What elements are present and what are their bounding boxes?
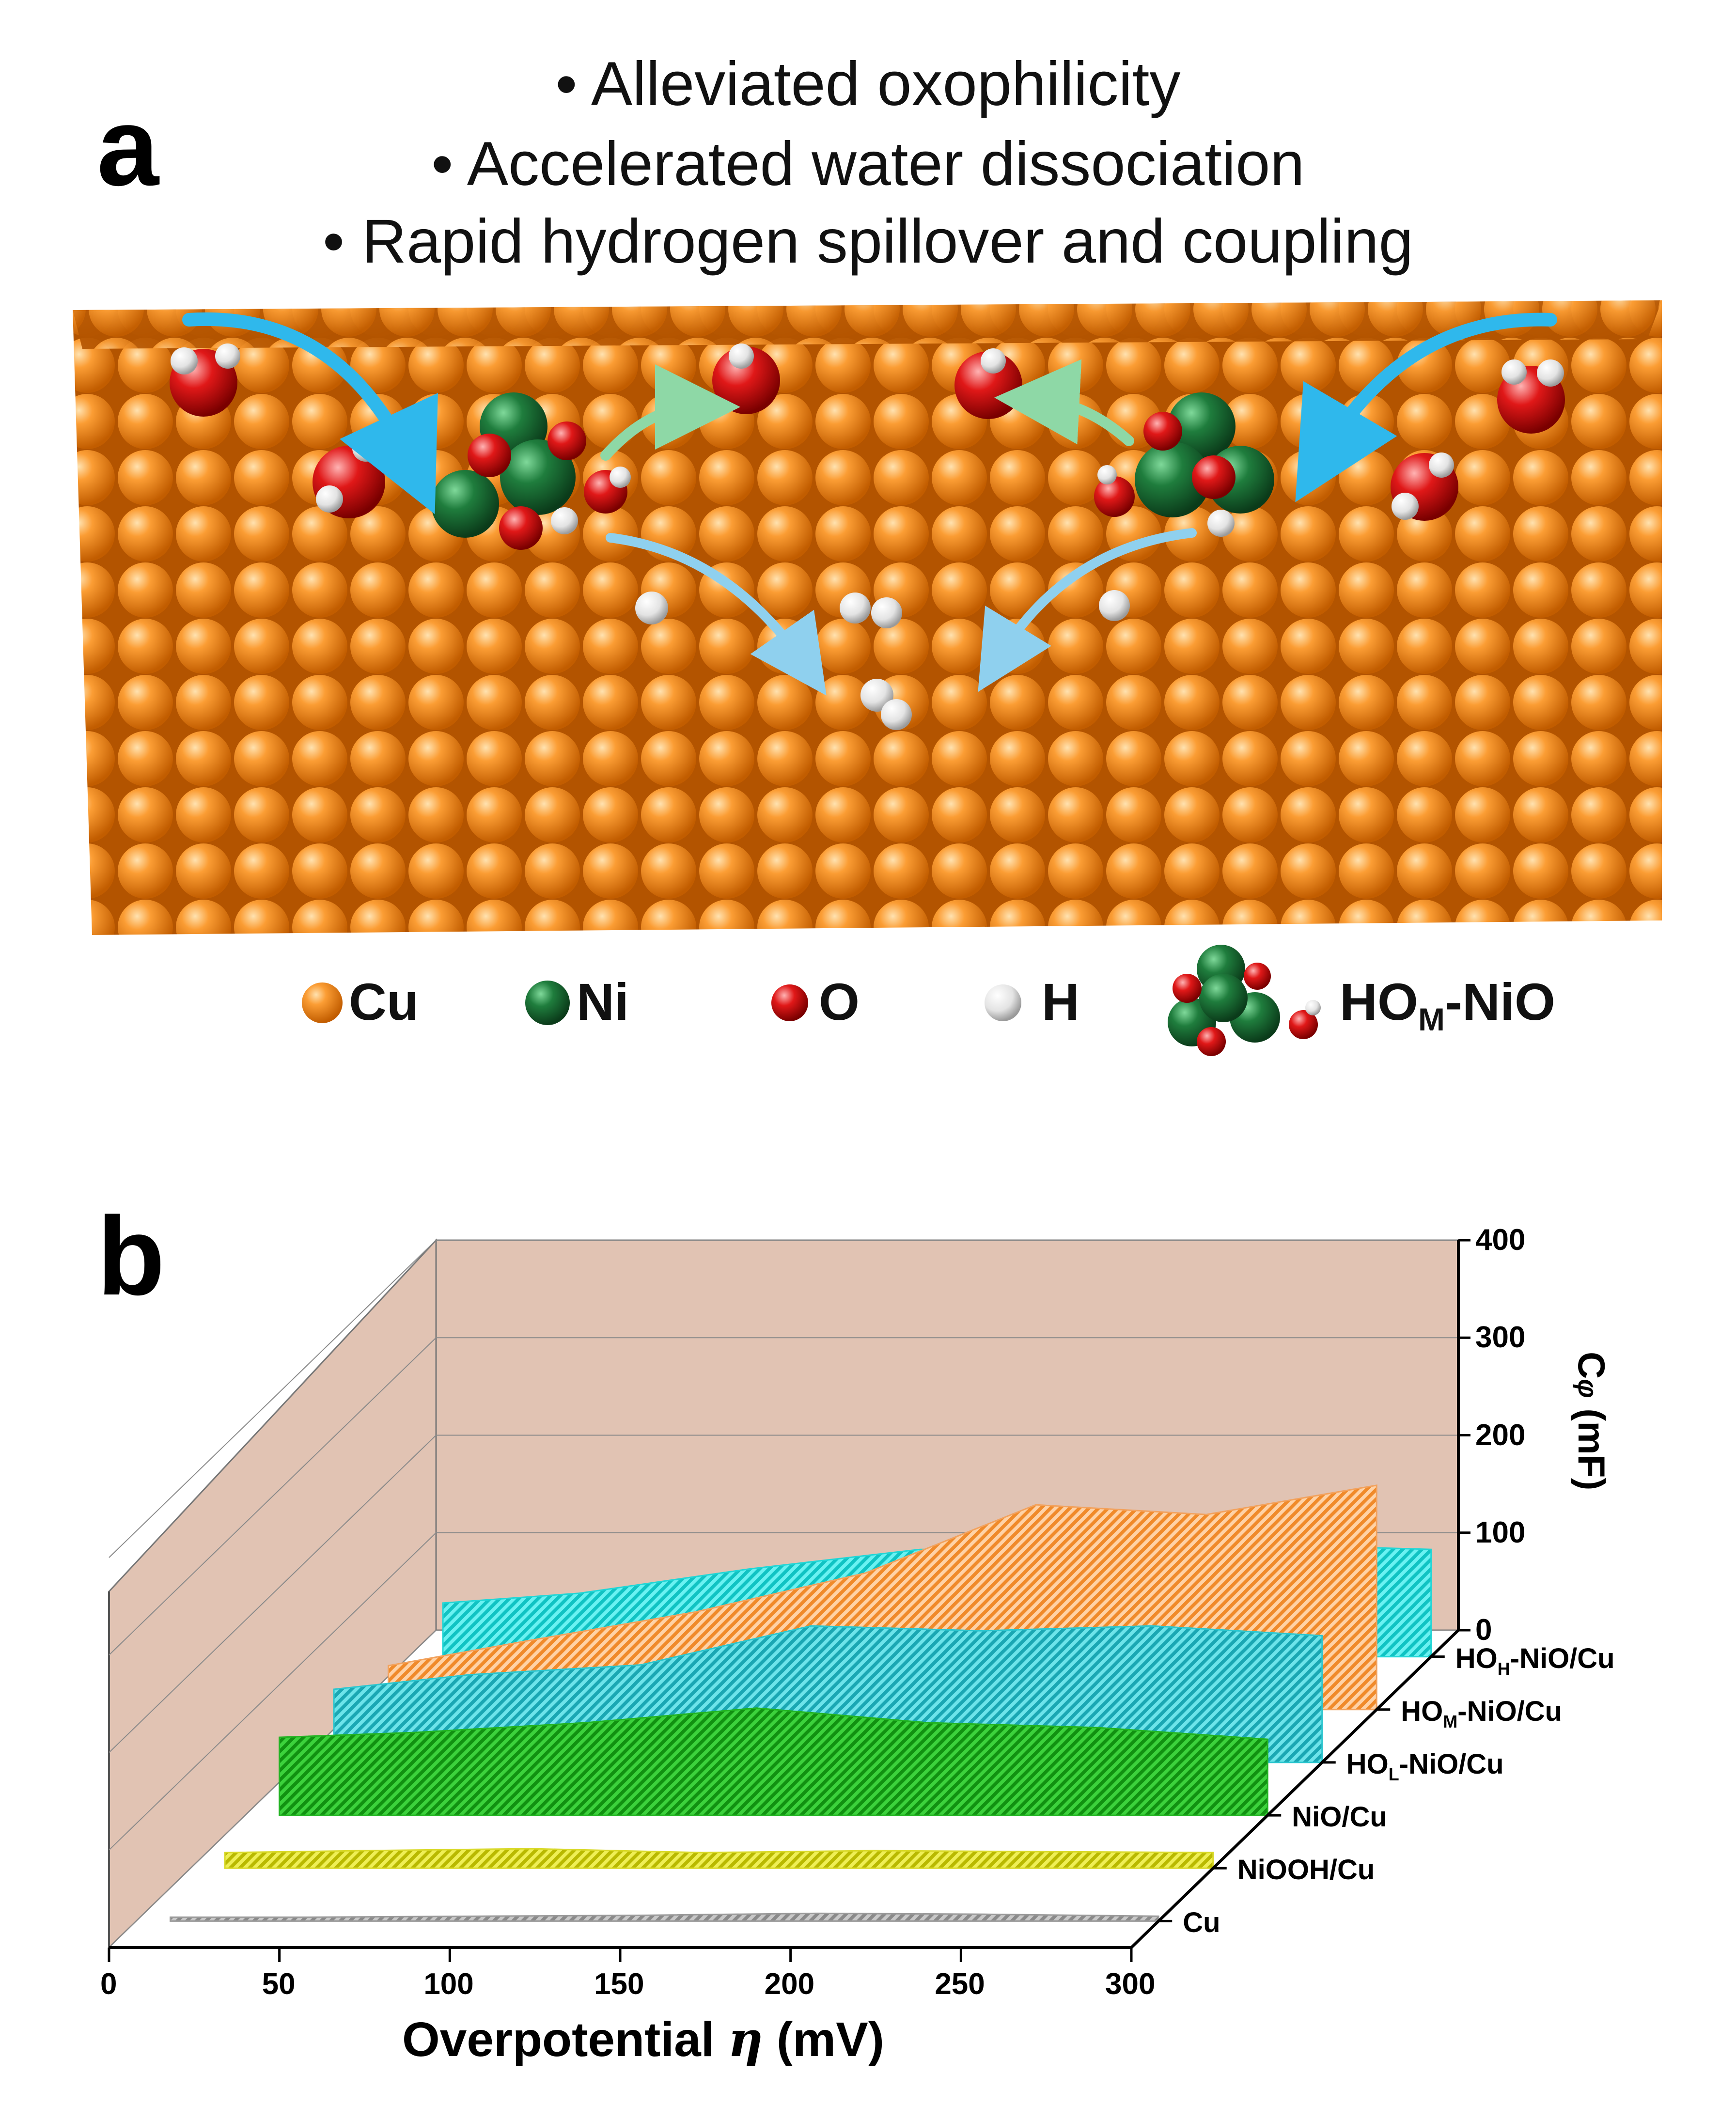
water-molecule-right-2 [1391,452,1458,521]
y-axis-title-sub: φ [1573,1379,1603,1398]
x-axis-title-symbol: η [728,2011,764,2068]
y-axis-title-main: C [1570,1352,1613,1379]
atom-legend-symbols [302,945,1321,1056]
x-axis-title-main: Overpotential [402,2012,728,2067]
water-molecule-left-1 [170,343,240,417]
legend-label-o: O [819,972,860,1031]
hom-nio-sub: M [1418,1001,1445,1037]
legend-label-cu: Cu [349,972,419,1031]
x-axis-title-unit: (mV) [763,2012,885,2067]
panel-a-label: a [97,84,159,209]
hom-nio-main: HO [1340,972,1418,1031]
x-tick-label: 150 [594,1967,644,2001]
series-area-cu [170,1912,1159,1922]
y-tick-marks [1158,1239,1470,1922]
water-molecule-right-1 [1497,359,1565,434]
hom-nio-legend-cluster [1168,945,1321,1056]
x-tick-label: 100 [423,1967,474,2001]
y-tick-label: 100 [1475,1515,1526,1549]
x-tick-label: 250 [935,1967,985,2001]
series-layer [170,1484,1432,1922]
o-legend-sphere [771,984,808,1021]
ni-legend-sphere [525,981,570,1025]
y-tick-label: 200 [1475,1418,1526,1452]
y-tick-label: 0 [1475,1613,1492,1647]
reaction-arrows [182,312,1557,696]
series-label-hom-nio-cu: HOM-NiO/Cu [1401,1695,1563,1731]
x-axis-title: Overpotential η (mV) [402,2011,884,2068]
h-legend-sphere [985,984,1021,1021]
bullet-line-3: • Rapid hydrogen spillover and coupling [323,207,1413,276]
cu-legend-sphere [302,982,343,1023]
legend-label-hom-nio: HOM-NiO [1340,971,1555,1038]
series-label-hol-nio-cu: HOL-NiO/Cu [1346,1748,1504,1784]
panel-b-label: b [97,1194,165,1318]
series-label-hoh-nio-cu: HOH-NiO/Cu [1455,1642,1615,1679]
series-label-cu: Cu [1183,1907,1220,1939]
side-gridline [109,1434,437,1753]
hom-nio-tail: -NiO [1444,972,1555,1031]
legend-label-h: H [1042,972,1079,1031]
x-tick-label: 50 [262,1967,296,2001]
x-tick-label: 200 [764,1967,815,2001]
x-tick-label: 300 [1105,1967,1156,2001]
series-label-nio-cu: NiO/Cu [1292,1801,1387,1833]
bullet-line-1: • Alleviated oxophilicity [555,49,1181,119]
side-gridline [109,1532,437,1851]
side-gridline [109,1337,437,1655]
hydrogen-atoms [635,590,1130,730]
side-gridline [109,1630,437,1948]
side-gridline [109,1240,437,1558]
series-area-niooh-cu [224,1848,1214,1869]
series-label-niooh-cu: NiOOH/Cu [1237,1854,1375,1886]
x-tick-label: 0 [100,1967,117,2001]
bullet-line-2: • Accelerated water dissociation [431,129,1305,199]
series-area-nio-cu [279,1707,1268,1816]
x-tick-marks [108,1948,1133,1962]
y-axis-title: Cφ (mF) [1569,1352,1613,1490]
y-axis-title-unit: (mF) [1570,1398,1613,1491]
cu-slab [73,300,1662,935]
legend-label-ni: Ni [577,972,629,1031]
y-tick-label: 300 [1475,1321,1526,1355]
nio-cluster-left [431,392,631,550]
nio-cluster-right [1094,392,1274,537]
y-tick-label: 400 [1475,1223,1526,1257]
